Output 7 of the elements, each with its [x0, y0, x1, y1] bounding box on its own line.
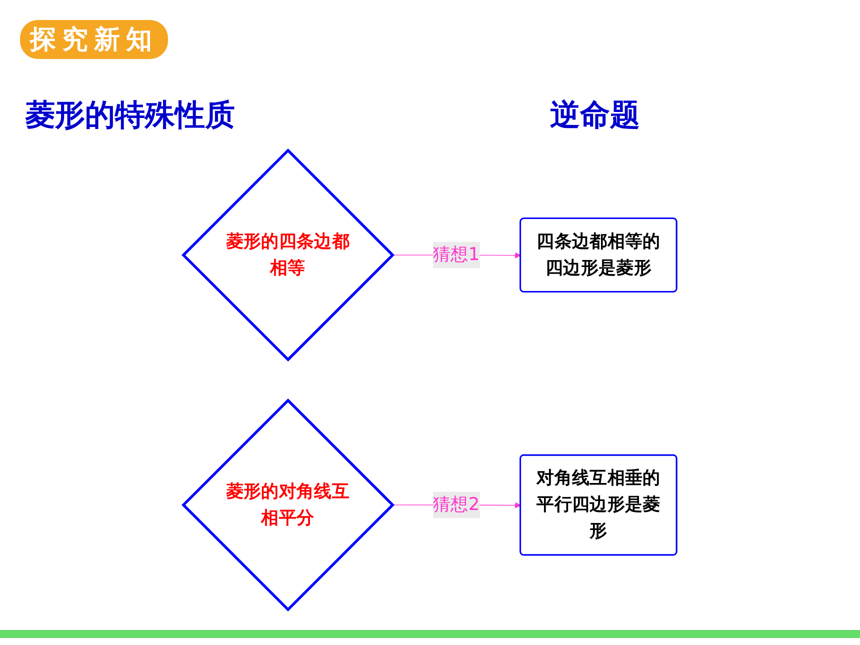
node-diamond: 菱形的四条边都相等: [182, 148, 395, 362]
heading: 菱形的特殊性质: [25, 97, 235, 135]
heading: 逆命题: [550, 97, 640, 135]
edge-label: 猜想2: [433, 494, 480, 515]
node-diamond: 菱形的对角线互相平分: [182, 398, 395, 612]
edge-label: 猜想1: [433, 244, 480, 265]
section-badge: 探究新知: [20, 20, 168, 59]
